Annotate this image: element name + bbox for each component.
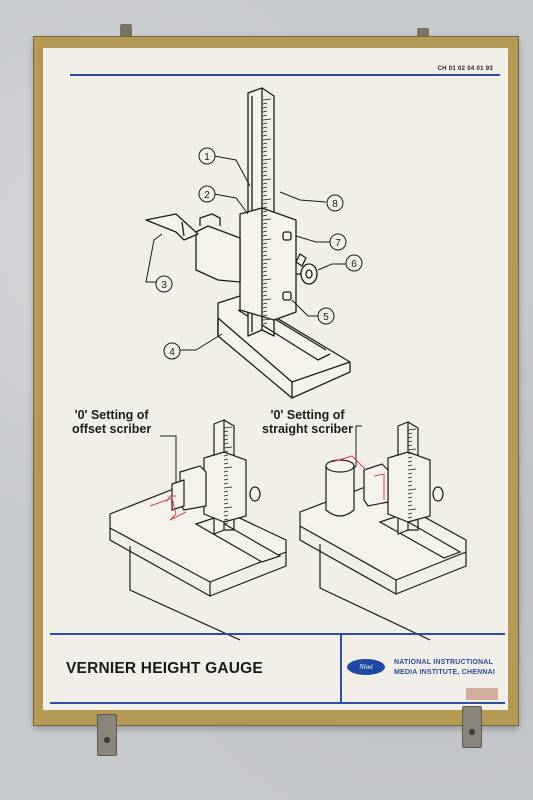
caption-offset-line1: '0' Setting of (74, 408, 149, 422)
scriber-assembly (145, 213, 241, 283)
callout-7: 7 (329, 233, 347, 251)
beam-graduations (262, 98, 272, 325)
caption-straight-scriber: '0' Setting of straight scriber (262, 408, 353, 436)
svg-text:4: 4 (169, 347, 175, 358)
callout-3: 3 (155, 275, 173, 293)
svg-text:3: 3 (161, 280, 167, 291)
svg-text:1: 1 (204, 152, 210, 163)
caption-straight-line1: '0' Setting of (270, 408, 345, 422)
bottom-clip-right (462, 706, 482, 748)
footer-separator (340, 635, 342, 702)
callout-8: 8 (326, 194, 344, 212)
offset-beam-graduations (223, 426, 233, 525)
svg-text:5: 5 (323, 312, 329, 323)
wall-hook-left (120, 24, 132, 38)
svg-text:8: 8 (332, 199, 338, 210)
fine-adjustment-screw (282, 231, 318, 301)
offset-zero-highlight (149, 495, 187, 521)
chart-code: CH 01 02 04 01 93 (437, 66, 493, 72)
callout-1: 1 (198, 147, 216, 165)
caption-offset-line2: offset scriber (72, 422, 152, 436)
tape-mark (466, 688, 498, 700)
callout-5: 5 (317, 307, 335, 325)
straight-zero-highlight (331, 455, 385, 500)
bottom-clip-left (97, 714, 117, 756)
institute-line2: MEDIA INSTITUTE, CHENNAI (394, 669, 495, 676)
institute-line1: NATIONAL INSTRUCTIONAL (394, 659, 494, 666)
straight-beam-graduations (407, 428, 417, 523)
straight-scriber-setup (299, 421, 467, 641)
footer-bottom-rule (50, 702, 505, 704)
poster-title: VERNIER HEIGHT GAUGE (66, 660, 263, 677)
callout-circles: 1 2 3 4 5 6 7 8 (155, 147, 363, 360)
caption-straight-line2: straight scriber (262, 422, 354, 436)
svg-text:6: 6 (351, 259, 357, 270)
callout-6: 6 (345, 254, 363, 272)
footer-top-rule (50, 633, 505, 635)
svg-text:7: 7 (335, 238, 341, 249)
vernier-slider (239, 207, 297, 322)
top-rule (70, 74, 500, 76)
callout-2: 2 (198, 185, 216, 203)
caption-offset-scriber: '0' Setting of offset scriber (72, 408, 151, 436)
callout-4: 4 (163, 342, 181, 360)
nimi-logo: Nimi (347, 659, 385, 675)
offset-scriber-setup (109, 419, 287, 641)
svg-text:2: 2 (204, 190, 210, 201)
